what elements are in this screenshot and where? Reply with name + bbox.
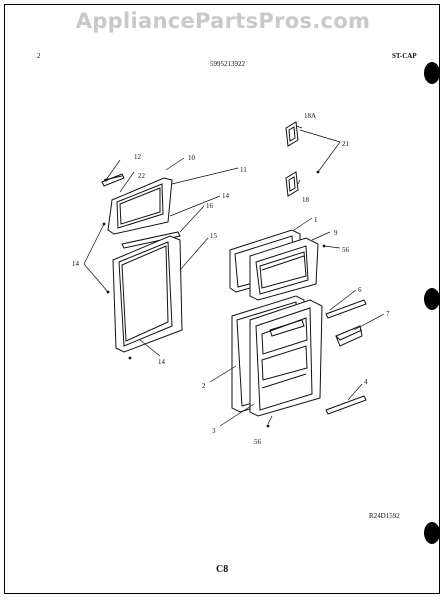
leader-dots xyxy=(102,170,326,428)
callout-56-lower: 56 xyxy=(254,438,262,446)
hinge-bracket-part-18a xyxy=(285,121,299,147)
binder-hole-icon xyxy=(424,62,440,84)
gasket-part-16 xyxy=(121,231,181,249)
callout-21: 21 xyxy=(342,140,350,148)
callout-4: 4 xyxy=(364,378,368,386)
callout-15: 15 xyxy=(210,232,218,240)
diagram-code: R24D1592 xyxy=(369,512,400,520)
binder-hole-icon xyxy=(424,522,440,544)
page-number: 2 xyxy=(37,52,41,60)
callout-2: 2 xyxy=(202,382,206,390)
callout-10: 10 xyxy=(188,154,196,162)
fresh-food-door-liner-part-15 xyxy=(112,235,183,353)
callout-16: 16 xyxy=(206,202,214,210)
model-code: ST-CAP xyxy=(392,52,417,60)
callout-1: 1 xyxy=(314,216,318,224)
callout-6: 6 xyxy=(358,286,362,294)
callout-22: 22 xyxy=(138,172,146,180)
callout-labels: 12 22 10 11 14 16 15 14 14 18A 21 18 1 9… xyxy=(72,112,390,446)
callout-18a: 18A xyxy=(304,112,316,120)
binder-hole-icon xyxy=(424,288,440,310)
part-number: 5995213922 xyxy=(210,60,245,68)
fresh-food-door-panel-part-3 xyxy=(249,299,323,417)
callout-9: 9 xyxy=(334,229,338,237)
callout-12: 12 xyxy=(134,153,142,161)
callout-14-left: 14 xyxy=(72,260,80,268)
door-shelf-part-6 xyxy=(325,299,367,319)
door-shelf-part-4 xyxy=(325,395,367,415)
callout-11: 11 xyxy=(240,166,247,174)
callout-7: 7 xyxy=(386,310,390,318)
callout-14-bottom: 14 xyxy=(158,358,166,366)
callout-14-top: 14 xyxy=(222,192,230,200)
freezer-door-liner-part-11 xyxy=(107,177,173,235)
leader-lines xyxy=(83,125,385,427)
callout-18: 18 xyxy=(302,196,310,204)
watermark: AppliancePartsPros.com xyxy=(75,9,371,33)
callout-56-upper: 56 xyxy=(342,246,350,254)
freezer-door-panel-part-9 xyxy=(249,237,319,301)
callout-3: 3 xyxy=(212,427,216,435)
hinge-bracket-part-18 xyxy=(285,171,299,197)
door-bin-part-7 xyxy=(335,325,363,347)
page-code: C8 xyxy=(216,564,229,575)
